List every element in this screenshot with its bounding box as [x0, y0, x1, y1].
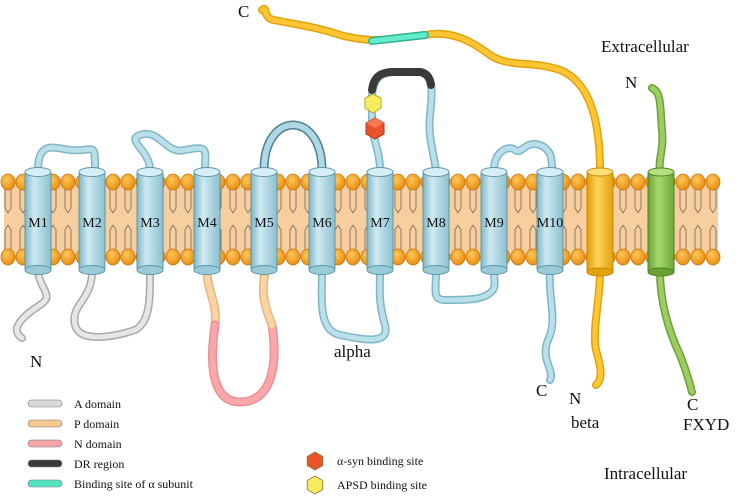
lipid: [405, 173, 421, 266]
legend-item: N domain: [27, 437, 122, 451]
lipid: [60, 173, 76, 266]
fxyd-transmembrane-helix: [647, 167, 675, 277]
legend-swatch: [27, 399, 63, 408]
lipid: [615, 173, 631, 266]
lipid: [390, 173, 406, 266]
beta-transmembrane-helix: [586, 167, 614, 277]
helix-m4: M4: [193, 167, 221, 275]
legend-swatch: [27, 459, 63, 468]
helix-m1: M1: [24, 167, 52, 275]
helix-m7: M7: [366, 167, 394, 275]
apsd-binding-site-marker: [364, 93, 382, 114]
beta-subunit-label: beta: [571, 413, 600, 432]
legend-item: A domain: [27, 397, 121, 411]
fxyd-subunit-label: FXYD: [683, 415, 729, 434]
legend-hexagon-icon: [306, 451, 324, 471]
helix-m10: M10: [536, 167, 564, 275]
helix-label: M5: [254, 216, 273, 231]
lipid: [345, 173, 361, 266]
helix-label: M9: [484, 216, 503, 231]
legend-label: APSD binding site: [337, 478, 427, 492]
dr-region-segment: [368, 68, 435, 94]
lipid: [630, 173, 646, 266]
helix-label: M10: [537, 216, 563, 231]
alpha-c-terminus-label: C: [536, 381, 547, 400]
helix-label: M2: [82, 216, 101, 231]
lipid: [690, 173, 706, 266]
helix-m6: M6: [308, 167, 336, 275]
helix-label: M8: [426, 216, 445, 231]
fxyd-subunit: [648, 84, 696, 396]
lipid: [225, 173, 241, 266]
intracellular-label: Intracellular: [604, 464, 687, 483]
helix-label: M1: [28, 216, 47, 231]
lipid: [705, 173, 721, 266]
legend-label: A domain: [74, 397, 121, 411]
lipid: [165, 173, 181, 266]
legend-item: P domain: [27, 417, 119, 431]
legend-label: P domain: [74, 417, 119, 431]
alpha-subunit-label: alpha: [334, 342, 371, 361]
helix-m3: M3: [136, 167, 164, 275]
lipid: [510, 173, 526, 266]
fxyd-n-terminus-label: N: [625, 73, 637, 92]
helix-m9: M9: [480, 167, 508, 275]
legend-swatch: [27, 479, 63, 488]
legend-swatch: [27, 439, 63, 448]
helix-label: M4: [197, 216, 216, 231]
helix-m5: M5: [250, 167, 278, 275]
lipid: [450, 173, 466, 266]
alpha-subunit: [12, 68, 557, 407]
legend-label: α-syn binding site: [337, 454, 423, 468]
helix-m8: M8: [422, 167, 450, 275]
legend-site-item: α-syn binding site: [306, 451, 423, 471]
beta-subunit: [258, 4, 605, 389]
legend-site-item: APSD binding site: [306, 475, 427, 495]
helix-m2: M2: [78, 167, 106, 275]
lipid: [570, 173, 586, 266]
beta-c-terminus-label: C: [238, 2, 249, 21]
legend-hexagon-icon: [306, 475, 324, 495]
legend-label: Binding site of α subunit: [74, 477, 194, 491]
lipid: [0, 173, 16, 266]
loop-m5-m6: [259, 120, 327, 175]
alpha-syn-binding-site-marker: [365, 117, 385, 140]
alpha-n-terminus-label: N: [30, 352, 42, 371]
legend-label: N domain: [74, 437, 122, 451]
lipid: [180, 173, 196, 266]
lipid: [465, 173, 481, 266]
lipid: [675, 173, 691, 266]
legend-domains: A domain P domain N domain DR regionBinding…: [27, 397, 194, 491]
helix-label: M3: [140, 216, 159, 231]
helix-label: M7: [370, 216, 389, 231]
beta-n-terminus-label: N: [569, 389, 581, 408]
lipid: [105, 173, 121, 266]
legend-label: DR region: [74, 457, 124, 471]
legend-item: DR region: [27, 457, 124, 471]
fxyd-c-terminus-label: C: [687, 395, 698, 414]
lipid: [285, 173, 301, 266]
lipid: [120, 173, 136, 266]
transmembrane-helices: M1 M2 M3 M4 M5 M6 M7 M8 M9 M10: [24, 167, 564, 275]
legend-swatch: [27, 419, 63, 428]
helix-label: M6: [312, 216, 331, 231]
legend-item: Binding site of α subunit: [27, 477, 194, 491]
extracellular-label: Extracellular: [601, 37, 689, 56]
